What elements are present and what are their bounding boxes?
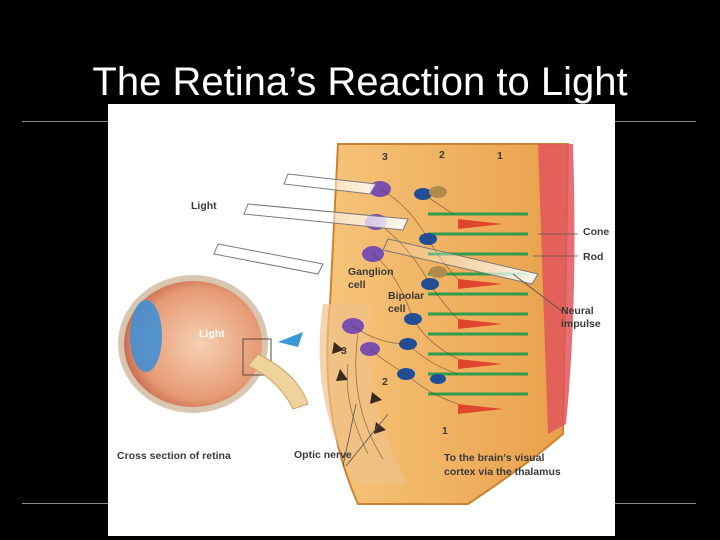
leader-lines [342, 233, 578, 467]
label-rod: Rod [583, 251, 603, 263]
eye-cross-section [118, 275, 309, 413]
label-bipolar-cell-2: cell [388, 303, 406, 315]
light-rays [213, 173, 539, 285]
zoom-arrow-icon [278, 332, 303, 347]
label-bipolar-cell: Bipolar [388, 290, 424, 302]
label-brain-cortex-2: cortex via the thalamus [444, 466, 561, 478]
label-optic-nerve: Optic nerve [294, 449, 352, 461]
label-layer-3: 3 [382, 151, 388, 163]
slide-title: The Retina’s Reaction to Light [92, 60, 628, 104]
neural-impulse-arrows [332, 342, 386, 434]
label-layer-3-lower: 3 [341, 345, 347, 357]
cone-cells [458, 219, 503, 414]
label-layer-1-lower: 1 [442, 425, 448, 437]
label-layer-2-lower: 2 [382, 376, 388, 388]
label-neural-impulse-2: impulse [561, 318, 601, 330]
label-neural-impulse: Neural [561, 305, 594, 317]
label-layer-2: 2 [439, 149, 445, 161]
label-brain-cortex: To the brain’s visual [444, 452, 544, 464]
label-ganglion-cell-2: cell [348, 279, 366, 291]
label-light-eye: Light [199, 328, 225, 340]
label-ganglion-cell: Ganglion [348, 266, 394, 278]
retina-illustration: 3 2 1 Light Cone Rod Ganglion cell Bipol… [117, 143, 609, 505]
nerve-fibers [346, 188, 459, 460]
label-cross-section: Cross section of retina [117, 450, 231, 462]
label-cone: Cone [583, 226, 609, 238]
label-light: Light [191, 200, 217, 212]
label-layer-1: 1 [497, 150, 503, 162]
retina-diagram: 3 2 1 Light Cone Rod Ganglion cell Bipol… [108, 104, 615, 536]
